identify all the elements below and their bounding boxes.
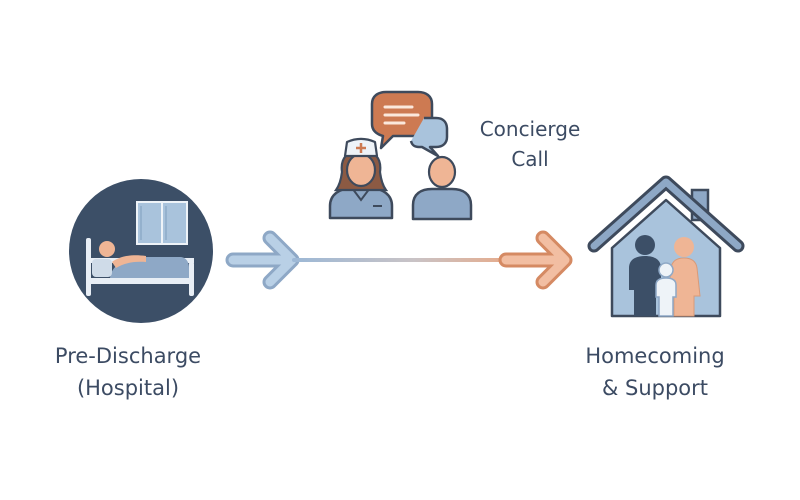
stage-label-line: Pre-Discharge	[54, 344, 202, 368]
stage-label-line: Homecoming	[585, 344, 725, 368]
nurse-icon	[328, 137, 394, 220]
stage-label-line: & Support	[601, 376, 709, 400]
stage-label-homecoming: Homecoming & Support	[555, 340, 755, 404]
hospital-bed-icon	[69, 179, 213, 323]
child-figure-icon	[655, 262, 677, 317]
stage-label-line: (Hospital)	[76, 376, 180, 400]
family-home-icon	[587, 175, 745, 318]
parent-figure-icon	[629, 235, 661, 316]
stage-label-line: Concierge	[479, 117, 581, 141]
connector-line	[292, 258, 514, 262]
reply-bubble-icon	[409, 116, 449, 158]
person-icon	[411, 155, 473, 221]
stage-label-concierge-call: Concierge Call	[455, 114, 605, 174]
hospital-window-icon	[136, 201, 188, 245]
stage-label-pre-discharge: Pre-Discharge (Hospital)	[28, 340, 228, 404]
stage-label-line: Call	[511, 147, 549, 171]
nurse-call-icon	[328, 90, 473, 221]
bed-icon	[86, 238, 194, 296]
parent-figure-icon	[667, 237, 701, 317]
